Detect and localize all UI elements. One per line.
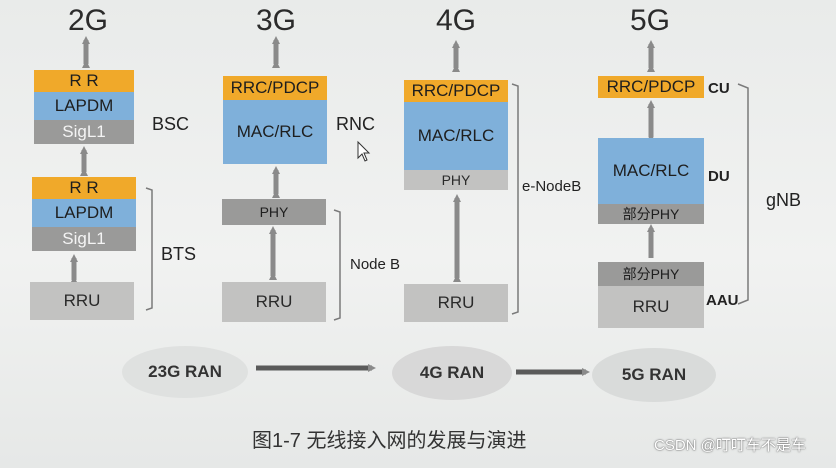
block-3g-mac-rlc: MAC/RLC: [223, 100, 327, 164]
block-2g-rru: RRU: [30, 282, 134, 320]
block-5g-mac-rlc: MAC/RLC: [598, 138, 704, 204]
heading-4g: 4G: [435, 4, 477, 37]
block-2g-bsc-lapdm: LAPDM: [34, 92, 134, 120]
block-4g-rrc-pdcp: RRC/PDCP: [404, 80, 508, 102]
cursor-icon: [357, 140, 371, 162]
block-3g-rru: RRU: [222, 282, 326, 322]
label-bsc: BSC: [152, 114, 190, 134]
bracket-enodeb: [511, 83, 519, 315]
label-du: DU: [708, 168, 730, 185]
heading-3g: 3G: [255, 4, 297, 37]
block-3g-rrc-pdcp: RRC/PDCP: [223, 76, 327, 100]
block-2g-bsc-sigl1: SigL1: [34, 120, 134, 144]
block-4g-phy: PHY: [404, 170, 508, 190]
block-3g-phy: PHY: [222, 199, 326, 225]
block-2g-bts-sigl1: SigL1: [32, 227, 136, 251]
label-rnc: RNC: [336, 114, 375, 134]
block-2g-bts-lapdm: LAPDM: [32, 199, 136, 227]
bracket-bts: [145, 187, 153, 311]
bracket-gnb: [737, 83, 749, 305]
block-2g-bsc-rr: R R: [34, 70, 134, 92]
block-5g-du-phy: 部分PHY: [598, 204, 704, 224]
block-5g-rrc-pdcp: RRC/PDCP: [598, 76, 704, 98]
heading-2g: 2G: [67, 4, 109, 37]
label-gnb: gNB: [766, 190, 802, 210]
label-bts: BTS: [161, 244, 197, 264]
block-2g-bts-rr: R R: [32, 177, 136, 199]
bracket-nodeb: [333, 209, 341, 321]
heading-5g: 5G: [629, 4, 671, 37]
ellipse-4g-ran: 4G RAN: [392, 346, 512, 400]
ellipse-5g-ran: 5G RAN: [592, 348, 716, 402]
block-5g-rru: RRU: [598, 286, 704, 328]
ellipse-23g-ran: 23G RAN: [122, 346, 248, 398]
block-5g-aau-phy: 部分PHY: [598, 262, 704, 286]
watermark: CSDN @叮叮车不是车: [654, 437, 806, 454]
block-4g-rru: RRU: [404, 284, 508, 322]
label-cu: CU: [708, 80, 730, 97]
label-aau: AAU: [706, 292, 739, 309]
block-4g-mac-rlc: MAC/RLC: [404, 102, 508, 170]
figure-caption: 图1-7 无线接入网的发展与演进: [252, 430, 527, 452]
label-node-b: Node B: [350, 256, 401, 273]
label-e-nodeb: e-NodeB: [522, 178, 582, 195]
